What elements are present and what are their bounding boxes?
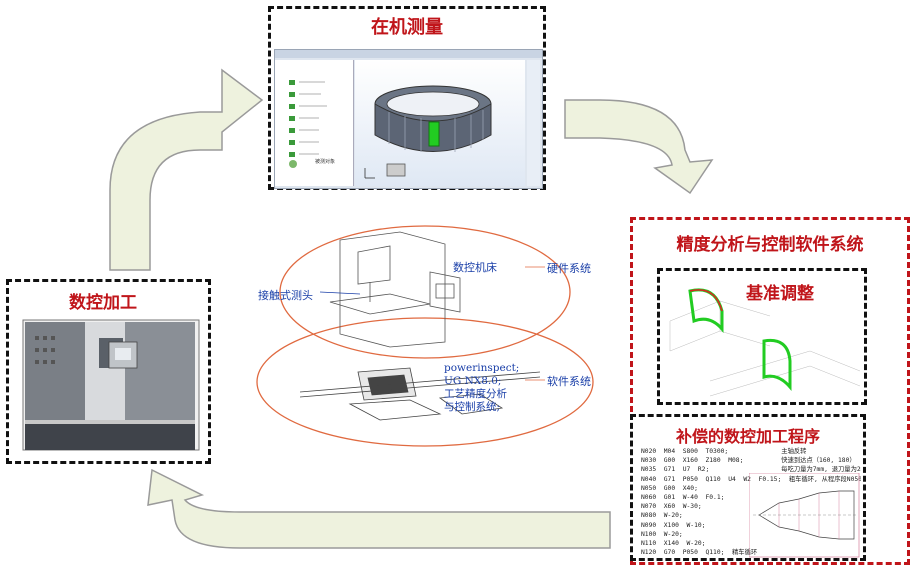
cad-tree-panel: 被测对象 xyxy=(275,60,354,186)
datum-adjust-panel: 基准调整 xyxy=(657,268,867,405)
cad-toolbar xyxy=(275,50,542,58)
computer-sketch xyxy=(299,367,541,421)
precision-title: 精度分析与控制软件系统 xyxy=(676,235,864,255)
software-item: 与控制系统; xyxy=(444,401,501,413)
cnc-machine-sketch xyxy=(329,231,461,348)
system-diagram xyxy=(256,225,594,447)
machining-title: 数控加工 xyxy=(69,293,137,313)
compensation-program-panel: 补偿的数控加工程序 N020 M04 S800 T0300; 主轴反转 N030… xyxy=(630,414,866,561)
hardware-ellipse xyxy=(279,225,571,359)
precision-analysis-panel: 精度分析与控制软件系统 xyxy=(630,217,910,565)
arrow-machining-to-measure xyxy=(109,68,264,271)
contact-probe-label: 接触式测头 xyxy=(258,289,313,302)
software-ellipse xyxy=(256,317,594,447)
cnc-machine-image xyxy=(22,319,200,451)
nc-line: N040 G71 P050 Q110 U4 W2 F0.15; 粗车循环, 从程… xyxy=(641,475,861,483)
nc-line: N070 X60 W-30; xyxy=(641,503,702,511)
cad-right-toolbar xyxy=(527,60,540,186)
software-item: UG NX8.0; xyxy=(444,375,502,387)
nc-line: N120 G70 P050 Q110; 精车循环 xyxy=(641,549,758,557)
software-item: powerinspect; xyxy=(444,362,520,374)
hardware-system-label: 硬件系统 xyxy=(547,262,591,275)
cnc-machine-label: 数控机床 xyxy=(453,261,497,274)
ring-workpiece xyxy=(364,85,492,179)
measure-highlight xyxy=(428,121,440,147)
cad-panel-label: 被测对象 xyxy=(315,159,336,165)
nc-line: N020 M04 S800 T0300; 主轴反转 xyxy=(641,448,807,455)
nc-line: N035 G71 U7 R2; 每吃刀量为7mm, 退刀量为2mm xyxy=(641,466,861,474)
compensation-title: 补偿的数控加工程序 xyxy=(675,427,820,446)
nc-line: N100 W-20; xyxy=(641,530,683,538)
nc-line: N090 X100 W-10; xyxy=(641,521,706,529)
datum-adjust-title: 基准调整 xyxy=(746,284,814,304)
turning-part-drawing xyxy=(749,473,860,558)
arrow-program-to-machining xyxy=(147,468,611,549)
nc-line: N080 W-20; xyxy=(641,512,683,520)
software-system-label: 软件系统 xyxy=(547,375,591,388)
software-item: 工艺精度分析 xyxy=(444,388,507,400)
nc-line: N030 G00 X160 Z180 M08; 快速到达点（160, 180） xyxy=(641,457,856,465)
nc-line: N050 G00 X40; xyxy=(641,484,698,492)
datum-plot xyxy=(669,288,861,397)
cad-viewport xyxy=(355,60,525,186)
nc-line: N110 X140 W-20; xyxy=(641,540,706,548)
software-list: powerinspect; UG NX8.0; 工艺精度分析 与控制系统; xyxy=(444,362,519,414)
measure-title: 在机测量 xyxy=(371,17,443,38)
on-machine-measure-panel: 在机测量 被测对象 xyxy=(268,6,546,190)
cnc-machining-panel: 数控加工 xyxy=(6,279,211,464)
cad-software-window: 被测对象 xyxy=(274,49,543,189)
nc-line: N060 G01 W-40 F0.1; xyxy=(641,494,725,502)
nc-code-listing: N020 M04 S800 T0300; 主轴反转 N030 G00 X160 … xyxy=(641,447,861,559)
arrow-measure-to-precision xyxy=(564,99,714,195)
tree-items xyxy=(289,80,327,168)
